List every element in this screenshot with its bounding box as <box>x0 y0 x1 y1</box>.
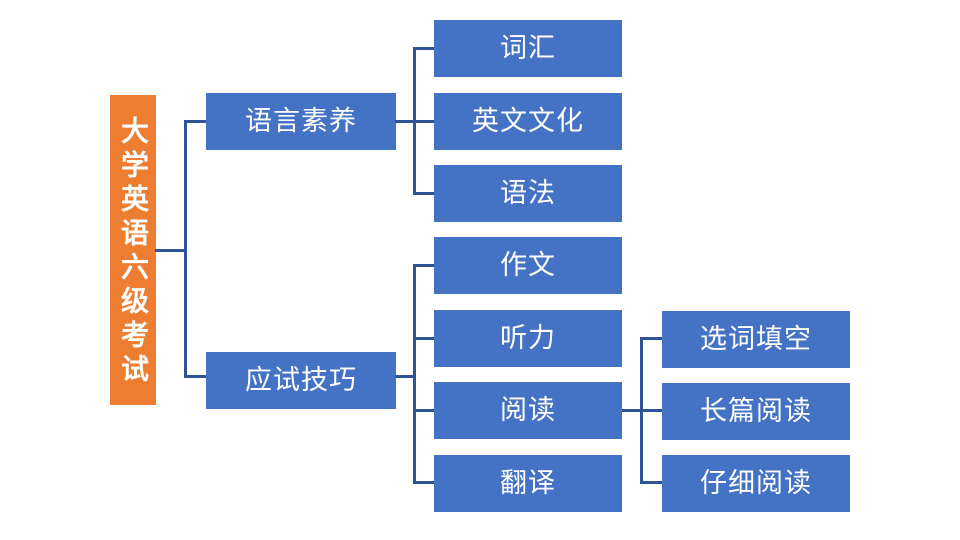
leaf-node-grammar[interactable]: 语法 <box>434 165 622 222</box>
leaf-node-banked-cloze[interactable]: 选词填空 <box>662 311 850 368</box>
connector-reading-to-child-2 <box>640 409 663 412</box>
leaf-node-listening[interactable]: 听力 <box>434 310 622 367</box>
branch-node-language-literacy[interactable]: 语言素养 <box>206 93 396 150</box>
connector-branch1-to-child-2 <box>413 120 435 123</box>
branch-node-exam-skills[interactable]: 应试技巧 <box>206 352 396 409</box>
connector-branch2-spine <box>413 264 416 483</box>
connector-root-spine-lower <box>184 249 187 378</box>
leaf-node-long-reading[interactable]: 长篇阅读 <box>662 383 850 440</box>
connector-branch2-to-child-1 <box>413 264 435 267</box>
leaf-node-english-culture[interactable]: 英文文化 <box>434 93 622 150</box>
connector-branch2-to-child-4 <box>413 481 435 484</box>
connector-root-to-branch-2 <box>184 375 207 378</box>
connector-root-to-branch-1 <box>184 120 207 123</box>
leaf-node-writing[interactable]: 作文 <box>434 237 622 294</box>
connector-reading-trunk <box>622 409 643 412</box>
leaf-node-translation[interactable]: 翻译 <box>434 455 622 512</box>
connector-branch2-to-child-2 <box>413 337 435 340</box>
connector-root-trunk <box>155 249 187 252</box>
leaf-node-careful-reading[interactable]: 仔细阅读 <box>662 455 850 512</box>
connector-branch2-to-child-3 <box>413 409 435 412</box>
connector-branch1-trunk <box>395 120 416 123</box>
branch-node-reading[interactable]: 阅读 <box>434 382 622 439</box>
connector-reading-to-child-1 <box>640 337 663 340</box>
root-node-college-english-test[interactable]: 大学英语六级考试 <box>110 95 156 405</box>
leaf-node-vocabulary[interactable]: 词汇 <box>434 20 622 77</box>
connector-branch1-to-child-3 <box>413 192 435 195</box>
connector-reading-to-child-3 <box>640 481 663 484</box>
connector-branch2-trunk <box>395 375 416 378</box>
connector-root-spine <box>184 120 187 251</box>
connector-branch1-to-child-1 <box>413 47 435 50</box>
